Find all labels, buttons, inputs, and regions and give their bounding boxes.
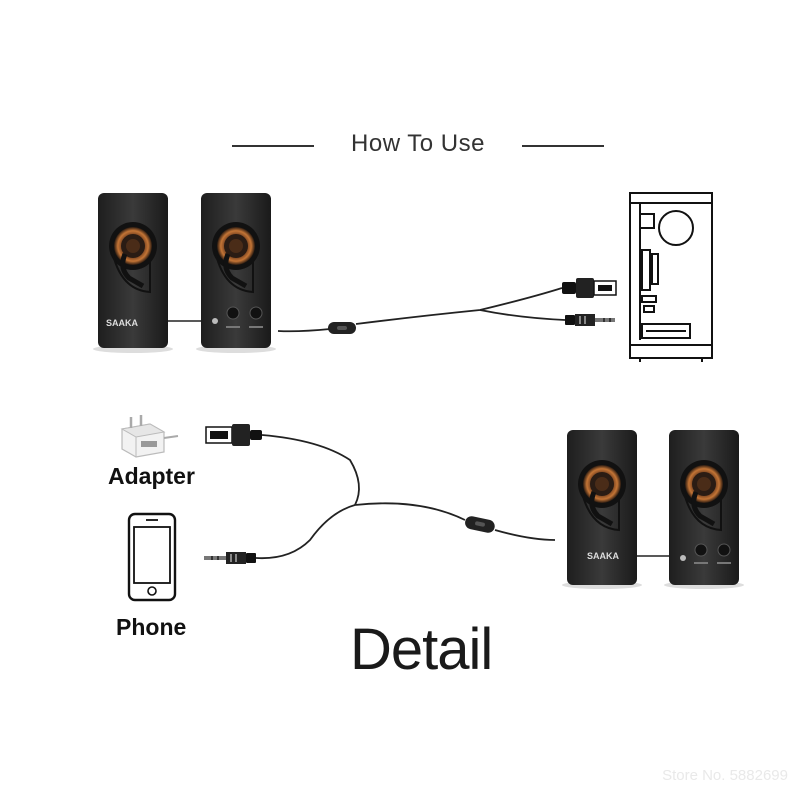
adapter-icon bbox=[120, 415, 179, 458]
title-row: How To Use bbox=[0, 128, 800, 164]
computer-tower-icon bbox=[629, 192, 713, 362]
usb-plug-icon bbox=[562, 278, 617, 298]
title-divider-left bbox=[232, 145, 314, 147]
detail-heading: Detail bbox=[350, 617, 493, 682]
store-watermark: Store No. 5882699 bbox=[662, 767, 788, 784]
top-cable bbox=[277, 287, 566, 333]
speaker-brand-label: SAAKA bbox=[106, 318, 139, 328]
page-title: How To Use bbox=[351, 130, 485, 157]
title-divider-right bbox=[522, 145, 604, 147]
bottom-speaker-left: SAAKA bbox=[562, 430, 642, 589]
top-speaker-left: SAAKA bbox=[93, 193, 173, 353]
adapter-label: Adapter bbox=[108, 463, 195, 489]
speaker-brand-label: SAAKA bbox=[587, 551, 620, 561]
bottom-speaker-right bbox=[664, 430, 744, 589]
top-speaker-right bbox=[196, 193, 276, 353]
bottom-cable bbox=[255, 434, 556, 560]
phone-icon bbox=[127, 512, 177, 602]
audio-jack-icon bbox=[204, 552, 256, 564]
usb-plug-icon bbox=[205, 424, 262, 446]
audio-jack-icon bbox=[565, 314, 615, 326]
phone-label: Phone bbox=[116, 614, 187, 640]
